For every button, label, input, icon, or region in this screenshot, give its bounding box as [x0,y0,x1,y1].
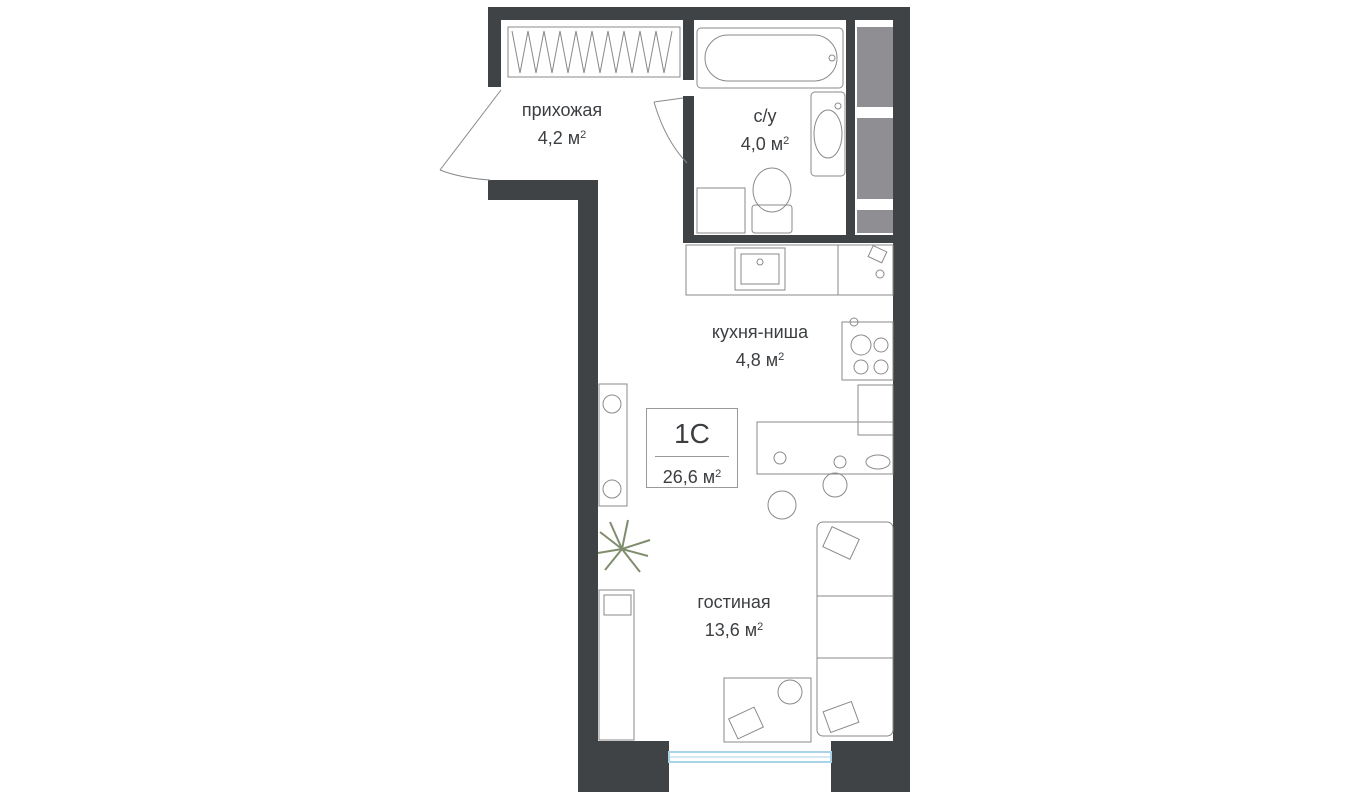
area-unit-exp: 2 [715,468,722,480]
room-area: 4,0 м [740,134,784,154]
bathtub-icon [696,27,844,89]
door-icon [439,89,502,181]
shaft-blocks [857,27,893,233]
room-label-hallway: прихожая 4,2 м2 [492,98,632,151]
room-name: кухня-ниша [711,322,809,342]
apartment-type: 1С [674,418,710,449]
area-unit-exp: 2 [783,135,790,147]
room-name: гостиная [697,592,771,612]
plant-icon [597,519,651,573]
washing-machine-icon [696,187,746,234]
kitchen-counter-icon [685,244,894,296]
area-unit-exp: 2 [580,129,587,141]
area-unit-exp: 2 [757,621,764,633]
room-label-kitchen: кухня-ниша 4,8 м2 [690,320,830,373]
walls [488,7,910,792]
room-label-bathroom: с/у 4,0 м2 [710,104,820,157]
chair-icon [767,472,848,520]
sink-icon [810,91,846,177]
room-area: 4,8 м [735,350,779,370]
sofa-icon [816,521,894,737]
bathroom-door-icon [653,97,688,164]
apartment-total-area: 26,6 м [662,467,716,487]
room-area: 13,6 м [704,620,758,640]
area-unit-exp: 2 [778,351,785,363]
room-name: с/у [753,106,777,126]
room-label-living: гостиная 13,6 м2 [664,590,804,643]
room-area: 4,2 м [537,128,581,148]
wardrobe-icon [507,26,681,78]
side-furniture-icon [598,589,635,741]
toilet-icon [751,167,793,234]
stove-icon [841,317,894,381]
dining-table-icon [756,421,894,475]
tv-stand-icon [598,383,628,507]
room-name: прихожая [521,100,603,120]
oven-icon [857,384,894,436]
coffee-table-icon [723,677,812,743]
summary-divider [655,456,729,457]
apartment-summary-badge: 1С 26,6 м2 [646,408,738,488]
window-icon [668,751,832,763]
